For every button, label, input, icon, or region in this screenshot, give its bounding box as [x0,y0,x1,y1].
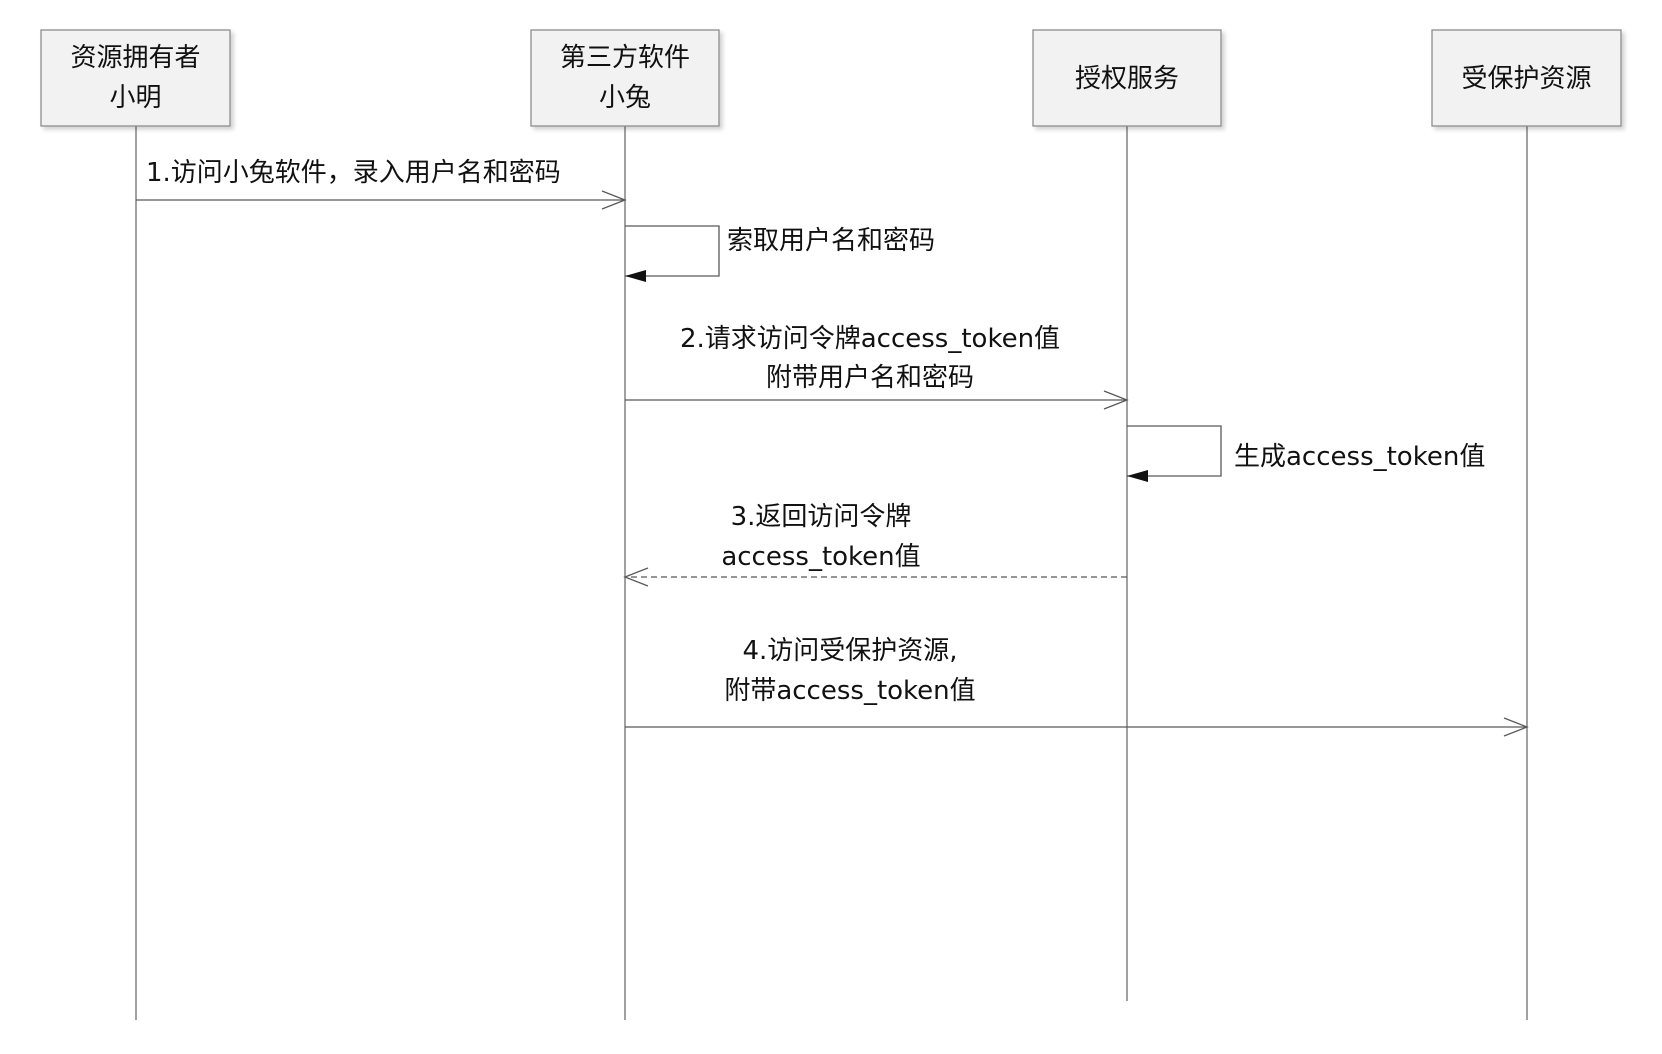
participant-auth: 授权服务 [1032,29,1222,127]
message-4-arrowhead [1503,717,1529,737]
self-message-1-line [625,225,720,277]
message-2-label-line1: 2.请求访问令牌access_token值 [680,324,1060,354]
self-message-1: 索取用户名和密码 [625,225,935,282]
message-3-label-line1: 3.返回访问令牌 [731,502,912,532]
self-message-2-label: 生成access_token值 [1234,442,1485,472]
participant-client-line2: 小兔 [599,83,651,113]
message-2-arrowhead [1103,390,1129,410]
message-4-label-line1: 4.访问受保护资源, [742,636,957,666]
self-message-2-line [1127,425,1222,477]
message-2-label-line2: 附带用户名和密码 [766,363,974,393]
participant-owner: 资源拥有者 小明 [40,29,231,127]
participant-owner-line1: 资源拥有者 [70,43,200,73]
self-message-2: 生成access_token值 [1127,425,1485,482]
message-3-arrowhead [623,567,649,587]
participant-client-line1: 第三方软件 [560,43,690,73]
self-message-2-arrowhead [1127,470,1148,482]
participant-client: 第三方软件 小兔 [530,29,720,127]
message-4: 4.访问受保护资源, 附带access_token值 [625,636,1529,737]
participant-resource: 受保护资源 [1431,29,1622,127]
message-4-label-line2: 附带access_token值 [724,676,975,706]
message-2: 2.请求访问令牌access_token值 附带用户名和密码 [625,324,1129,410]
message-1-arrowhead [601,190,627,210]
participant-resource-line1: 受保护资源 [1461,64,1591,94]
participant-auth-line1: 授权服务 [1075,64,1179,94]
participant-owner-line2: 小明 [109,83,161,113]
self-message-1-label: 索取用户名和密码 [727,226,935,256]
message-1: 1.访问小兔软件，录入用户名和密码 [136,158,627,210]
message-3-label-line2: access_token值 [721,542,920,572]
message-1-label: 1.访问小兔软件，录入用户名和密码 [146,158,561,188]
message-3: 3.返回访问令牌 access_token值 [623,502,1127,587]
self-message-1-arrowhead [625,270,646,282]
